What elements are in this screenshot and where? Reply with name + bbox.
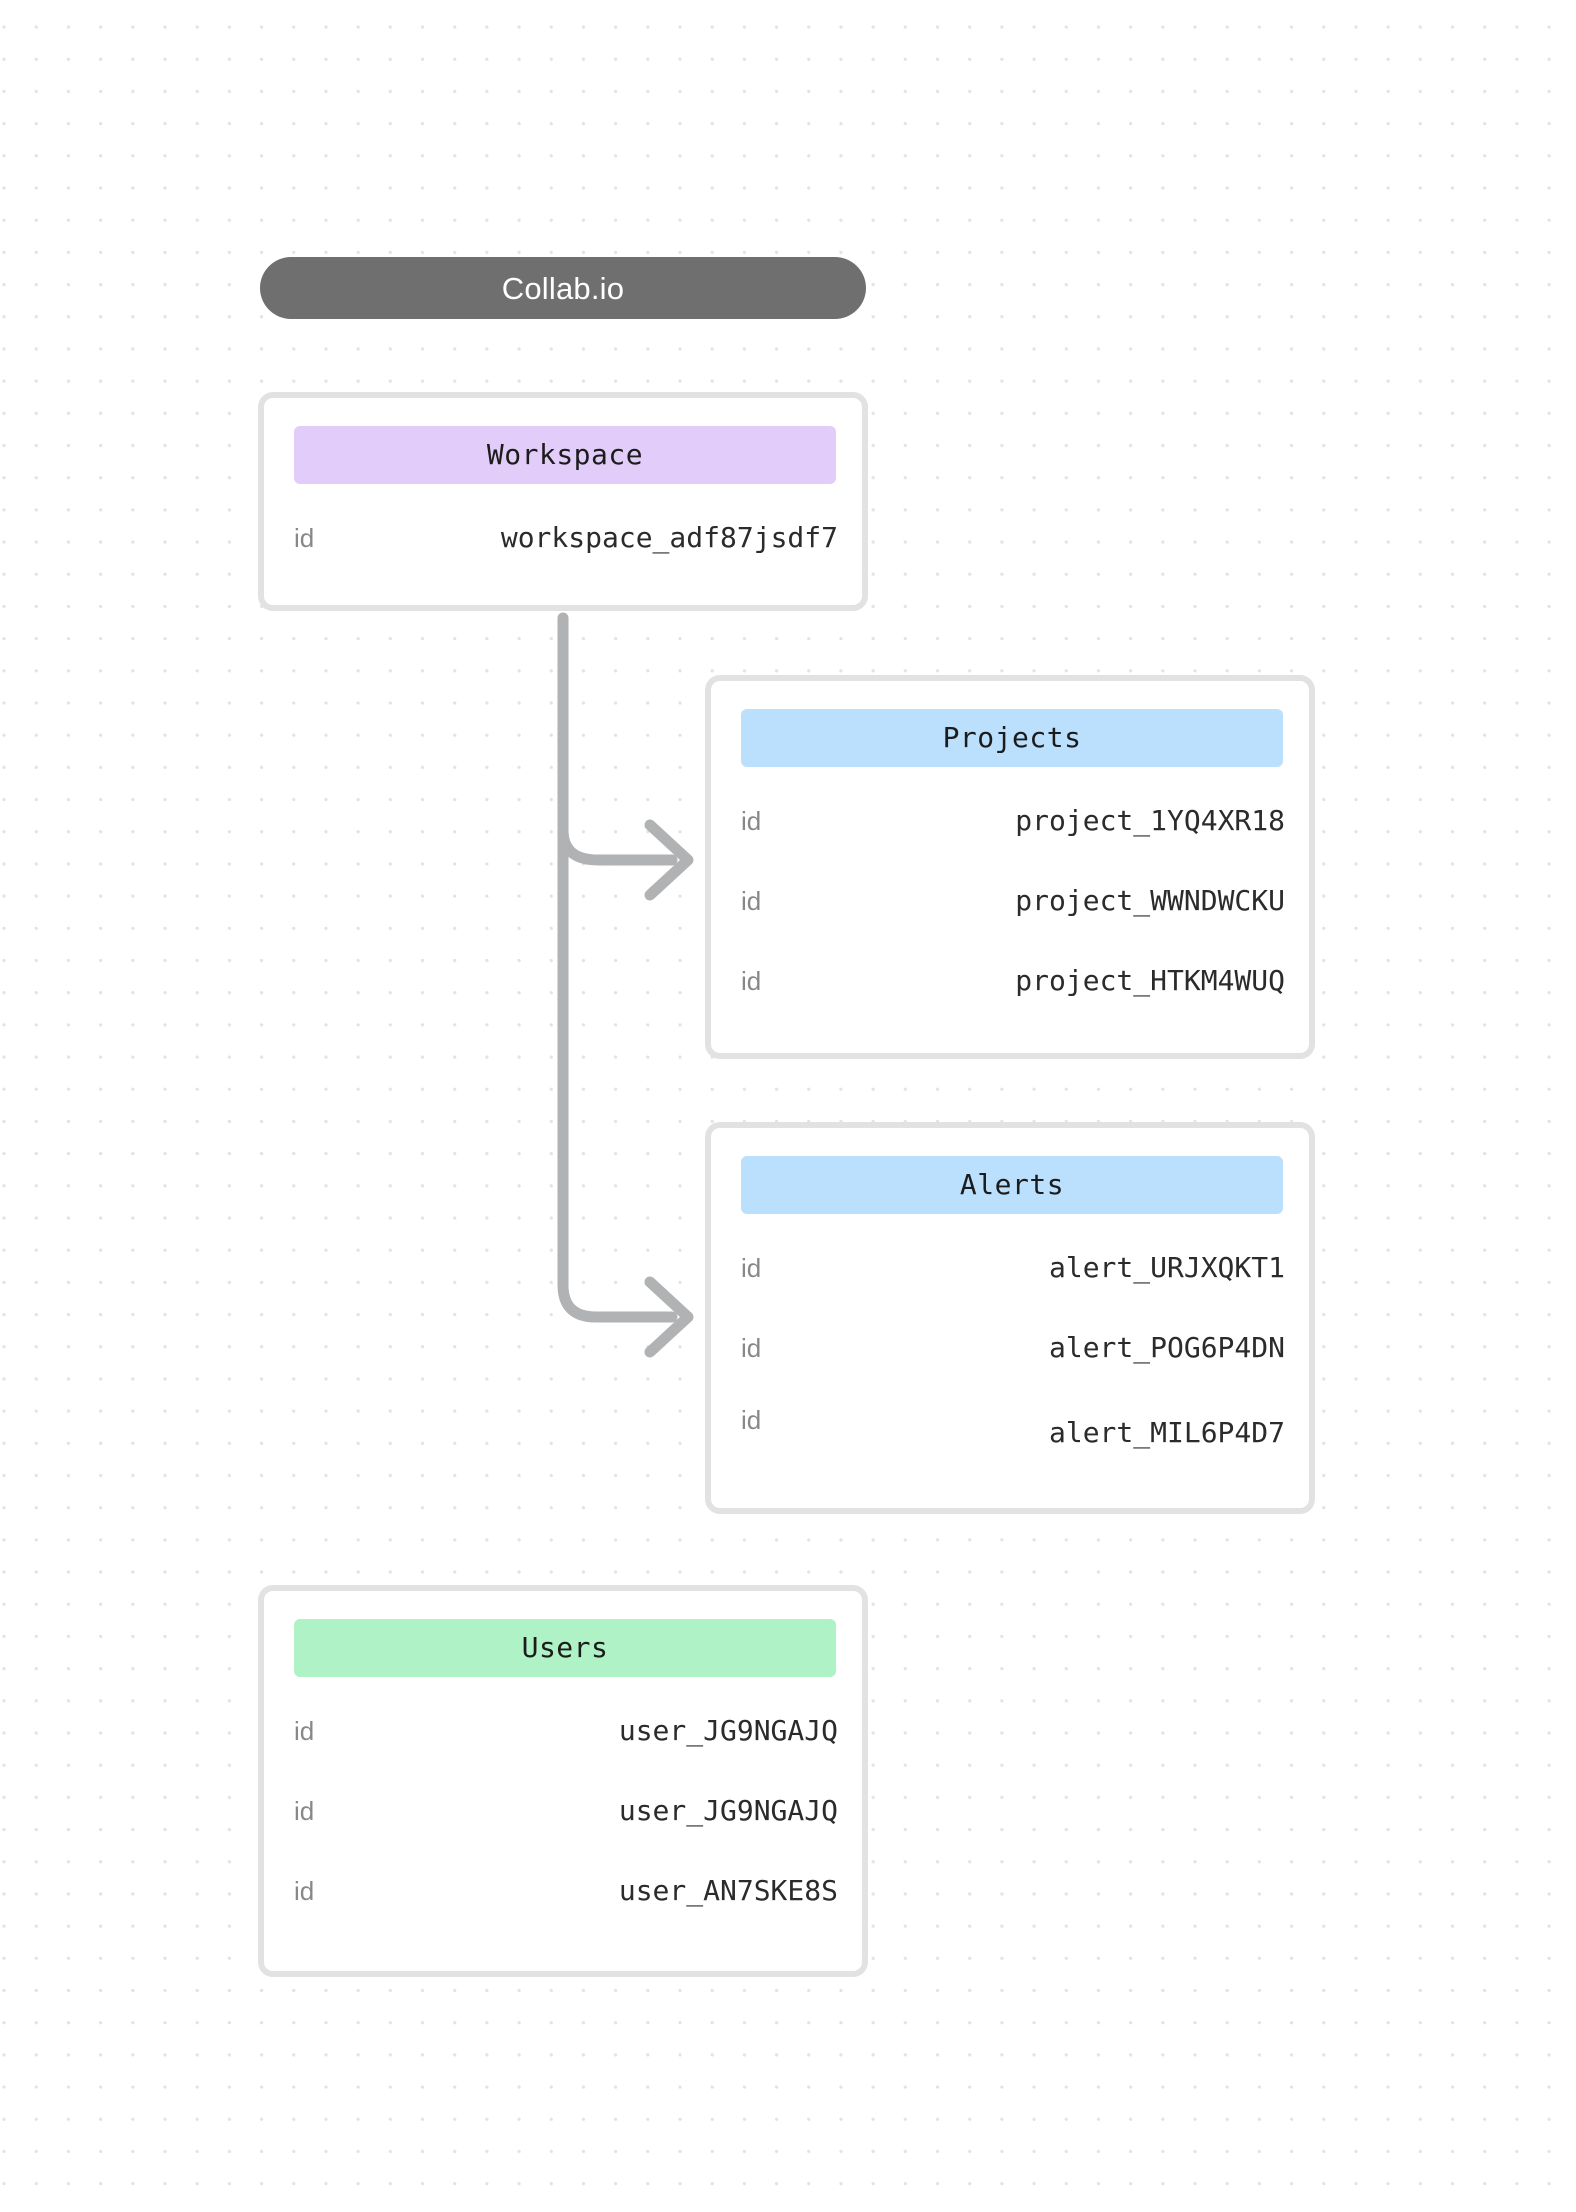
row-key: id bbox=[741, 806, 762, 836]
entity-card-workspace[interactable]: Workspace id workspace_adf87jsdf7 bbox=[258, 392, 868, 611]
table-row[interactable]: id project_HTKM4WUQ bbox=[741, 960, 1285, 1002]
row-key: id bbox=[294, 523, 315, 553]
row-value: alert_MIL6P4D7 bbox=[1048, 1416, 1285, 1449]
row-value: workspace_adf87jsdf7 bbox=[500, 521, 838, 554]
row-value: user_AN7SKE8S bbox=[618, 1874, 838, 1907]
entity-title-users: Users bbox=[521, 1631, 609, 1664]
table-row[interactable]: id user_AN7SKE8S bbox=[294, 1870, 838, 1912]
entity-header-users: Users bbox=[294, 1619, 836, 1677]
table-row[interactable]: id alert_POG6P4DN bbox=[741, 1327, 1285, 1369]
entity-card-users[interactable]: Users id user_JG9NGAJQ id user_JG9NGAJQ … bbox=[258, 1585, 868, 1977]
arrowhead-alerts-icon bbox=[644, 1276, 694, 1358]
table-row[interactable]: id workspace_adf87jsdf7 bbox=[294, 517, 838, 559]
row-key: id bbox=[741, 886, 762, 916]
row-key: id bbox=[294, 1716, 315, 1746]
row-value: alert_URJXQKT1 bbox=[1048, 1251, 1285, 1284]
entity-title-projects: Projects bbox=[942, 721, 1082, 754]
entity-card-alerts[interactable]: Alerts id alert_URJXQKT1 id alert_POG6P4… bbox=[705, 1122, 1315, 1514]
table-row[interactable]: id user_JG9NGAJQ bbox=[294, 1790, 838, 1832]
row-value: project_1YQ4XR18 bbox=[1015, 804, 1285, 837]
row-value: user_JG9NGAJQ bbox=[618, 1714, 838, 1747]
table-row[interactable]: id alert_MIL6P4D7 bbox=[741, 1407, 1285, 1449]
row-key: id bbox=[294, 1796, 315, 1826]
entity-card-projects[interactable]: Projects id project_1YQ4XR18 id project_… bbox=[705, 675, 1315, 1059]
entity-title-workspace: Workspace bbox=[486, 438, 644, 471]
entity-header-alerts: Alerts bbox=[741, 1156, 1283, 1214]
entity-header-projects: Projects bbox=[741, 709, 1283, 767]
arrowhead-projects-icon bbox=[644, 819, 694, 901]
app-title-label: Collab.io bbox=[501, 270, 625, 306]
row-key: id bbox=[294, 1876, 315, 1906]
entity-title-alerts: Alerts bbox=[959, 1168, 1065, 1201]
row-value: user_JG9NGAJQ bbox=[618, 1794, 838, 1827]
app-title-pill: Collab.io bbox=[260, 257, 866, 319]
row-key: id bbox=[741, 1253, 762, 1283]
row-value: alert_POG6P4DN bbox=[1048, 1331, 1285, 1364]
row-key: id bbox=[741, 1333, 762, 1363]
table-row[interactable]: id alert_URJXQKT1 bbox=[741, 1247, 1285, 1289]
connector-workspace-to-alerts bbox=[557, 1279, 678, 1323]
row-key: id bbox=[741, 1405, 762, 1435]
entity-header-workspace: Workspace bbox=[294, 426, 836, 484]
table-row[interactable]: id user_JG9NGAJQ bbox=[294, 1710, 838, 1752]
row-value: project_HTKM4WUQ bbox=[1015, 964, 1285, 997]
table-row[interactable]: id project_1YQ4XR18 bbox=[741, 800, 1285, 842]
row-key: id bbox=[741, 966, 762, 996]
connector-workspace-to-projects bbox=[557, 789, 678, 866]
row-value: project_WWNDWCKU bbox=[1015, 884, 1285, 917]
table-row[interactable]: id project_WWNDWCKU bbox=[741, 880, 1285, 922]
